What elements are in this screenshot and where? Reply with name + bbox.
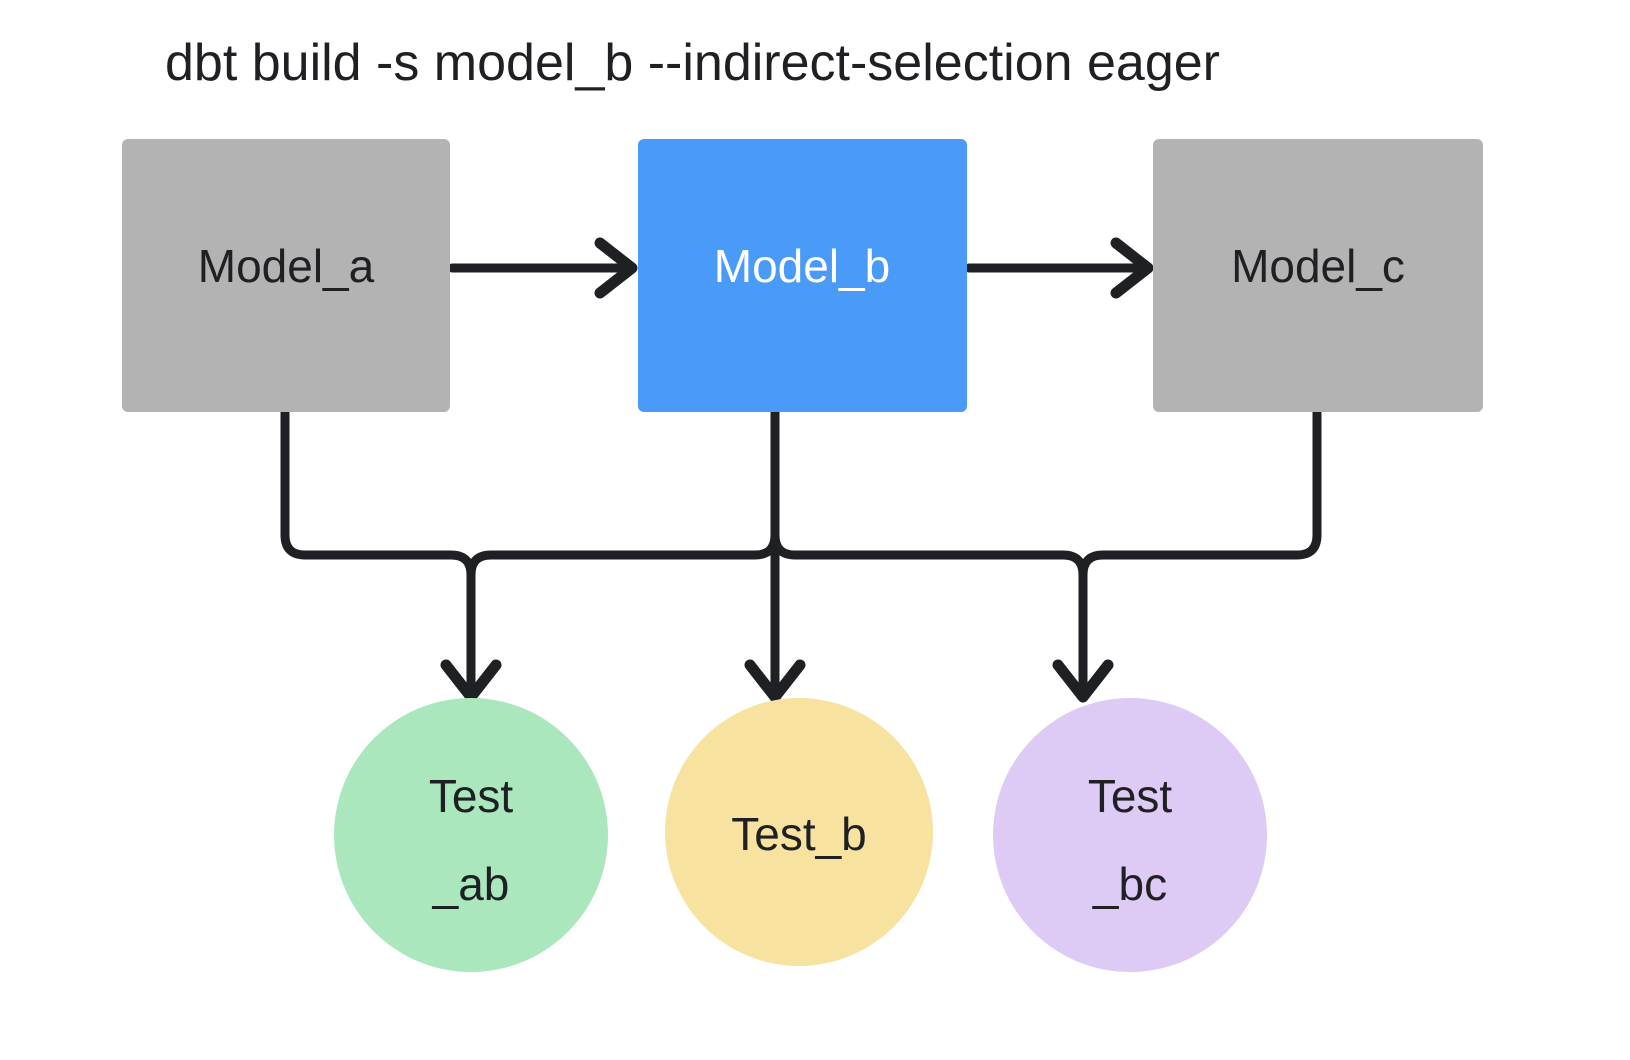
arrow-head-icon bbox=[440, 659, 502, 703]
model-b-box[interactable] bbox=[638, 139, 967, 412]
edge-model-b-to-test-ab bbox=[466, 407, 780, 580]
arrow-head-icon bbox=[1110, 237, 1154, 299]
test-bc-label-line-1: Test bbox=[1088, 770, 1173, 822]
test-bc-circle[interactable] bbox=[993, 698, 1267, 972]
node-test-b[interactable]: Test_b bbox=[665, 698, 933, 966]
edge-line bbox=[1078, 407, 1322, 580]
edge-line bbox=[770, 407, 1088, 695]
test-bc-label-line-2: _bc bbox=[1092, 858, 1167, 910]
edge-line bbox=[280, 407, 476, 695]
model-c-label: Model_c bbox=[1231, 240, 1405, 292]
edge-line bbox=[466, 407, 780, 580]
arrow-head-icon bbox=[1052, 659, 1114, 703]
model-a-label: Model_a bbox=[198, 240, 375, 292]
model-a-box[interactable] bbox=[122, 139, 450, 412]
diagram-title: dbt build -s model_b --indirect-selectio… bbox=[165, 34, 1220, 92]
model-b-label: Model_b bbox=[714, 240, 890, 292]
arrow-head-icon bbox=[594, 237, 638, 299]
node-model-c[interactable]: Model_c bbox=[1153, 139, 1483, 412]
node-model-b[interactable]: Model_b bbox=[638, 139, 967, 412]
edge-model-b-to-test-bc bbox=[770, 407, 1114, 703]
edge-model-b-to-model-c bbox=[964, 237, 1154, 299]
node-test-ab[interactable]: Test _ab bbox=[334, 698, 608, 972]
test-b-circle[interactable] bbox=[665, 698, 933, 966]
arrow-head-icon bbox=[744, 659, 806, 703]
model-c-box[interactable] bbox=[1153, 139, 1483, 412]
test-ab-circle[interactable] bbox=[334, 698, 608, 972]
test-ab-label-line-2: _ab bbox=[432, 858, 510, 910]
test-ab-label-line-1: Test bbox=[429, 770, 514, 822]
edge-model-a-to-model-b bbox=[447, 237, 638, 299]
edge-model-c-to-test-bc bbox=[1078, 407, 1322, 580]
node-model-a[interactable]: Model_a bbox=[122, 139, 450, 412]
edge-model-a-to-test-ab bbox=[280, 407, 502, 703]
test-b-label-line-1: Test_b bbox=[731, 808, 867, 860]
node-test-bc[interactable]: Test _bc bbox=[993, 698, 1267, 972]
